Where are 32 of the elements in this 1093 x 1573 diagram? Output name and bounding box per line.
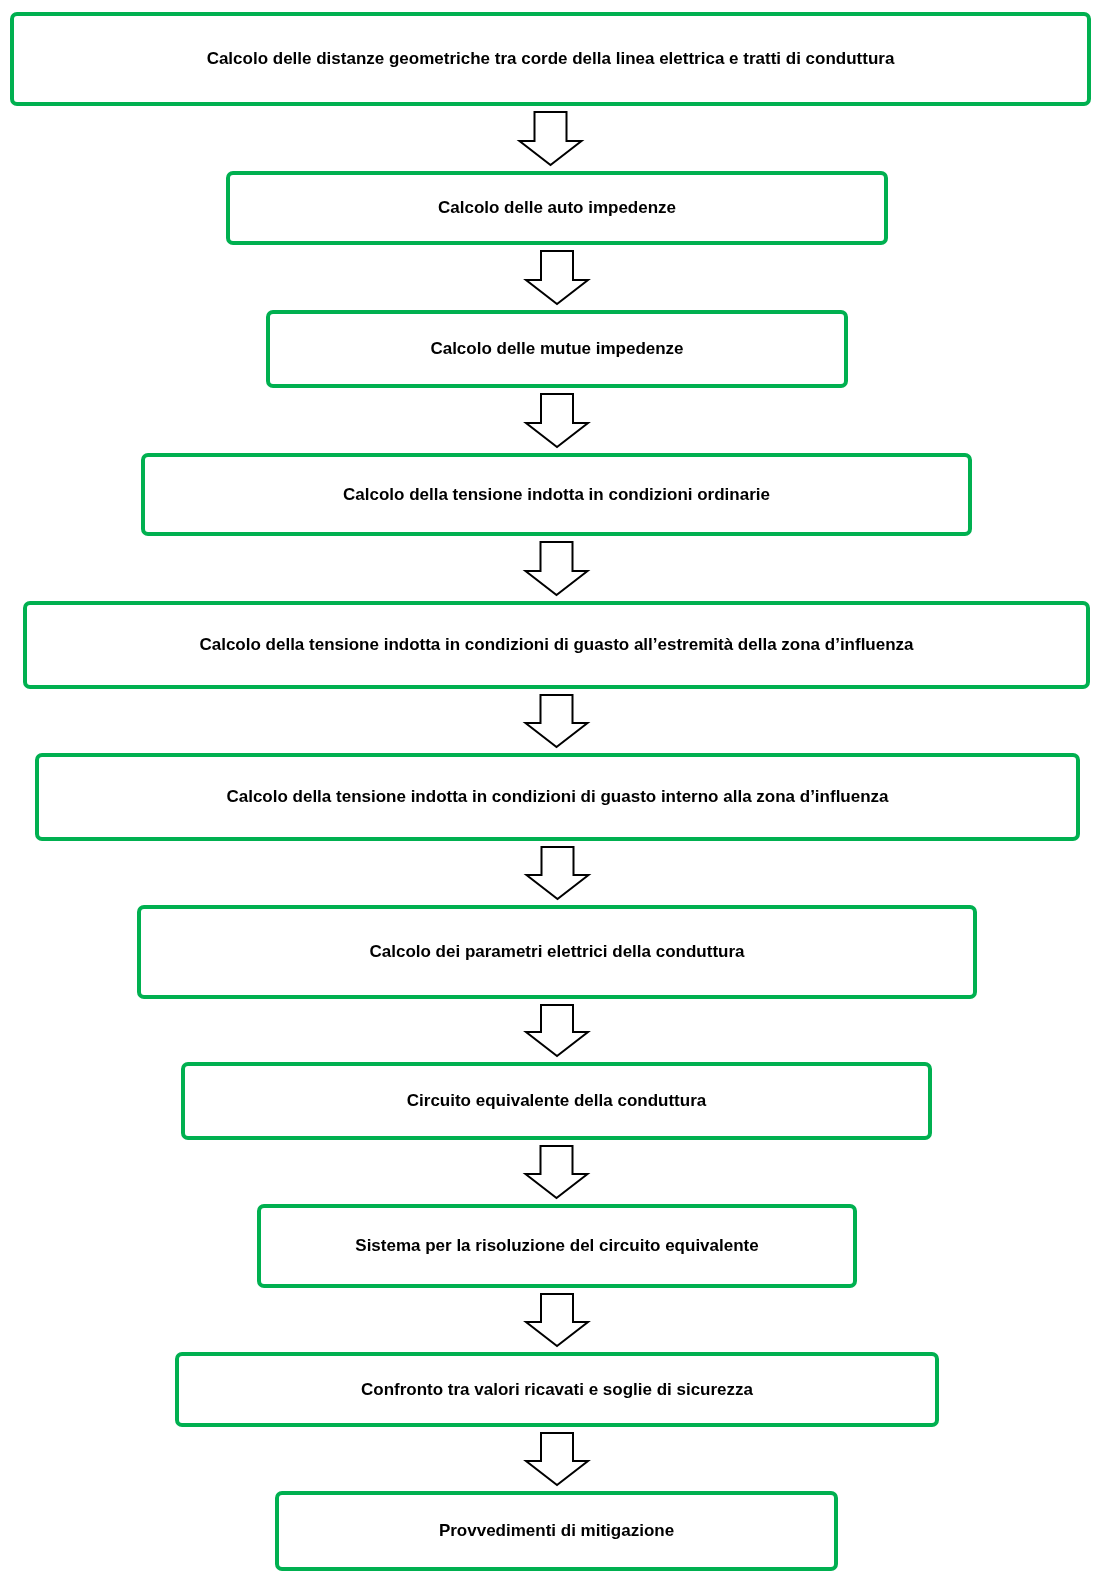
process-box bbox=[266, 310, 848, 388]
step-label: Calcolo delle mutue impedenze bbox=[430, 339, 684, 359]
process-box bbox=[137, 905, 977, 999]
step-label: Calcolo dei parametri elettrici della conduttura bbox=[369, 942, 745, 962]
process-box bbox=[141, 453, 972, 536]
block-arrow bbox=[522, 541, 591, 597]
process-box bbox=[226, 171, 888, 245]
process-box bbox=[275, 1491, 838, 1571]
block-arrow bbox=[523, 1432, 591, 1487]
process-box bbox=[175, 1352, 939, 1427]
step-label: Confronto tra valori ricavati e soglie di sicurezza bbox=[360, 1379, 754, 1400]
block-arrow bbox=[523, 846, 592, 901]
process-box bbox=[35, 753, 1080, 841]
process-box bbox=[181, 1062, 932, 1140]
step-label: Calcolo delle auto impedenze bbox=[437, 198, 677, 218]
step-label: Calcolo della tensione indotta in condizioni di guasto all’estremità della zona d’influenza bbox=[199, 635, 914, 655]
block-arrow bbox=[523, 1293, 591, 1348]
step-label: Provvedimenti di mitigazione bbox=[438, 1521, 675, 1541]
step-label: Circuito equivalente della conduttura bbox=[406, 1091, 707, 1111]
block-arrow bbox=[516, 111, 585, 167]
block-arrow bbox=[523, 250, 591, 306]
block-arrow bbox=[523, 393, 591, 449]
process-box bbox=[257, 1204, 857, 1288]
process-box bbox=[23, 601, 1090, 689]
process-box bbox=[10, 12, 1091, 106]
step-label: Calcolo della tensione indotta in condizioni di guasto interno alla zona d’influenza bbox=[226, 787, 889, 807]
block-arrow bbox=[523, 1004, 591, 1058]
block-arrow bbox=[522, 1145, 591, 1200]
step-label: Calcolo della tensione indotta in condizioni ordinarie bbox=[343, 484, 770, 505]
step-label: Calcolo delle distanze geometriche tra corde della linea elettrica e tratti di conduttura bbox=[206, 49, 895, 69]
block-arrow bbox=[522, 694, 591, 749]
step-label: Sistema per la risoluzione del circuito equivalente bbox=[355, 1236, 759, 1256]
